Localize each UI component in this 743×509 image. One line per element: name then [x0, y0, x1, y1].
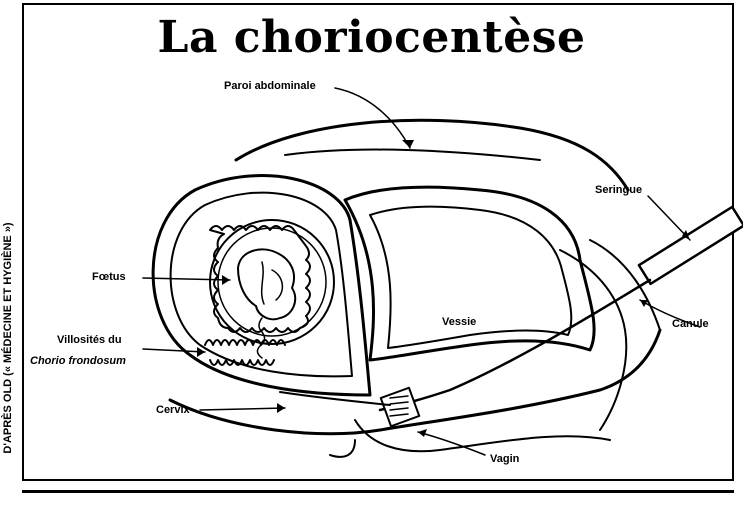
label-villosites-line2: Chorio frondosum [30, 355, 126, 367]
label-vessie: Vessie [442, 316, 476, 328]
cannula [380, 280, 650, 410]
label-seringue: Seringue [595, 184, 642, 196]
label-foetus: Fœtus [92, 271, 126, 283]
syringe [639, 207, 743, 284]
label-cervix: Cervix [156, 404, 190, 416]
umbilical-cord [257, 318, 264, 358]
label-canule: Canule [672, 318, 709, 330]
label-villosites-line1: Villosités du [57, 334, 122, 346]
label-vagin: Vagin [490, 453, 519, 465]
abdominal-wall-inner [285, 150, 540, 160]
bottom-rule [22, 490, 734, 493]
fetus [238, 249, 295, 319]
gestational-sac [210, 220, 334, 344]
label-paroi-abdominale: Paroi abdominale [224, 80, 316, 92]
